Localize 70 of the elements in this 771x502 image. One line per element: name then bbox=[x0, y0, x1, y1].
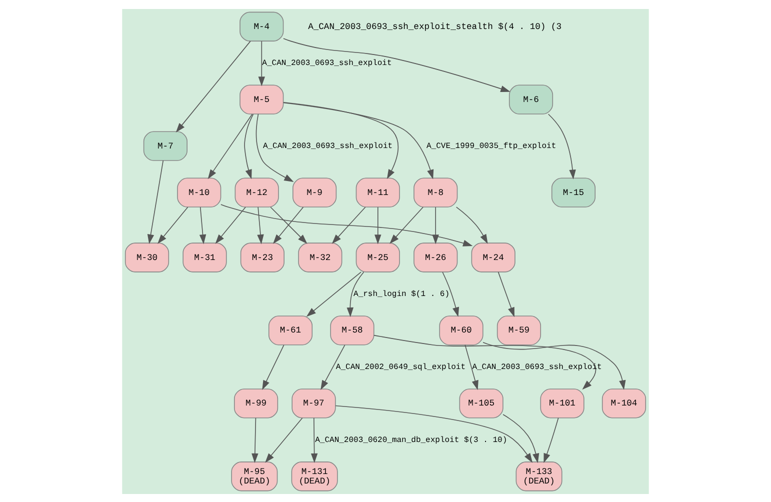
arrow bbox=[208, 113, 253, 179]
arrow bbox=[498, 271, 514, 317]
arrow bbox=[258, 40, 266, 86]
arrow bbox=[432, 206, 439, 244]
node-box: M-104 bbox=[602, 388, 646, 418]
arrow bbox=[502, 414, 540, 463]
node-box: M-31 bbox=[182, 242, 227, 272]
arrow bbox=[548, 113, 576, 179]
node-box: M-5 bbox=[240, 84, 284, 114]
arrow bbox=[346, 271, 364, 317]
node-box: M-97 bbox=[292, 388, 336, 418]
node-box: M-58 bbox=[330, 315, 374, 345]
node-box: M-12 bbox=[234, 177, 279, 207]
arrow bbox=[252, 417, 258, 463]
arrow bbox=[199, 206, 206, 244]
edge-label: A_CVE_1999_0035_ftp_exploit bbox=[426, 142, 556, 151]
arrow bbox=[158, 206, 188, 244]
node-box: M-30 bbox=[124, 242, 170, 272]
arrow bbox=[220, 204, 473, 246]
edge-label: A_CAN_2003_0620_man_db_exploit $(3 . 10) bbox=[315, 435, 508, 444]
arrow bbox=[215, 206, 246, 244]
arrow bbox=[147, 160, 164, 244]
node-box: M-95 (DEAD) bbox=[231, 461, 278, 491]
arrow bbox=[456, 206, 488, 244]
node-box: M-59 bbox=[496, 315, 542, 345]
node-box: M-32 bbox=[298, 242, 342, 272]
node-box: M-24 bbox=[471, 242, 516, 272]
node-box: M-133 (DEAD) bbox=[516, 461, 562, 491]
arrow bbox=[390, 206, 424, 244]
node-box: M-10 bbox=[177, 177, 222, 207]
arrow bbox=[332, 206, 366, 244]
edge-label: A_rsh_login $(1 . 6) bbox=[354, 289, 450, 298]
arrow bbox=[310, 417, 318, 463]
node-box: M-23 bbox=[240, 242, 284, 272]
arrow bbox=[176, 40, 251, 132]
arrow bbox=[256, 113, 294, 182]
arrow bbox=[442, 271, 460, 316]
node-box: M-25 bbox=[356, 242, 400, 272]
arrow bbox=[335, 404, 533, 462]
node-box: M-26 bbox=[414, 242, 458, 272]
edge-label: A_CAN_2003_0693_ssh_exploit bbox=[262, 142, 393, 151]
edge-label: A_CAN_2003_0693_ssh_exploit bbox=[262, 58, 392, 68]
node-box: M-9 bbox=[292, 177, 337, 207]
arrow bbox=[244, 113, 254, 179]
node-box: M-4 bbox=[240, 11, 284, 41]
arrow bbox=[262, 344, 284, 390]
node-box: M-60 bbox=[439, 315, 484, 345]
arrow bbox=[306, 271, 362, 316]
arrow bbox=[257, 206, 264, 244]
label: A_CAN_2003_0693_ssh_exploit_stealth $(4 . 10) (3 bbox=[308, 21, 562, 32]
node-box: M-101 bbox=[540, 388, 584, 418]
node-box: M-131 (DEAD) bbox=[291, 461, 338, 491]
node-box: M-6 bbox=[508, 84, 554, 114]
arrow bbox=[320, 344, 346, 390]
arrow bbox=[265, 417, 303, 462]
node-box: M-105 bbox=[459, 388, 504, 418]
node-box: M-15 bbox=[551, 177, 596, 207]
node-box: M-7 bbox=[143, 130, 188, 160]
arrow bbox=[283, 38, 510, 92]
arrow bbox=[374, 334, 596, 390]
arrow bbox=[283, 101, 398, 179]
arrow bbox=[544, 417, 559, 463]
arrow bbox=[464, 344, 478, 390]
node-box: M-99 bbox=[234, 388, 278, 418]
node-box: M-8 bbox=[414, 177, 458, 207]
arrow bbox=[283, 102, 434, 179]
edge-label: A_CAN_2002_0649_sql_exploit bbox=[336, 362, 466, 372]
arrow bbox=[374, 206, 382, 244]
node-box: M-11 bbox=[356, 177, 400, 207]
node-box: M-61 bbox=[268, 315, 313, 345]
